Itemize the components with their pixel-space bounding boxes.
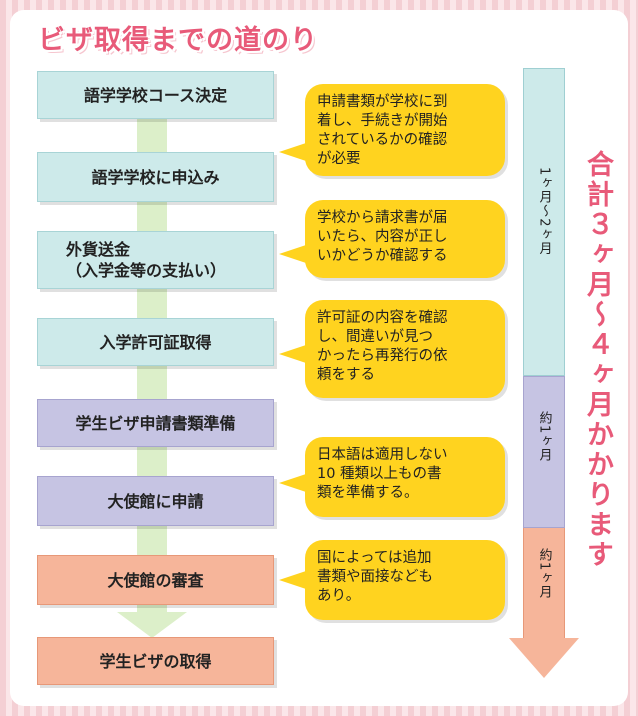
note-text: 許可証の内容を確認 し、間違いが見つ かったら再発行の依 頼をする bbox=[317, 310, 448, 383]
note-document-prep: 日本語は適用しない 10 種類以上もの書 類を準備する。 bbox=[279, 437, 505, 517]
step-sublabel: （入学金等の支払い） bbox=[66, 261, 227, 280]
step-label: 語学学校に申込み bbox=[91, 167, 220, 187]
note-certificate-check: 許可証の内容を確認 し、間違いが見つ かったら再発行の依 頼をする bbox=[279, 300, 505, 398]
step-label: 入学許可証取得 bbox=[99, 332, 212, 352]
step-label: 外貨送金 bbox=[66, 240, 131, 259]
timeline-label: 約1ヶ月 bbox=[536, 411, 552, 463]
step-school-application: 語学学校に申込み bbox=[37, 152, 274, 202]
note-application-check: 申請書類が学校に到 着し、手続きが開始 されているかの確認 が必要 bbox=[279, 84, 505, 176]
note-additional-requirements: 国によっては追加 書類や面接なども あり。 bbox=[279, 540, 505, 620]
step-label: 学生ビザ申請書類準備 bbox=[75, 413, 236, 433]
timeline-segment-1: 1ヶ月〜2ヶ月 bbox=[523, 68, 565, 376]
timeline-segment-3: 約1ヶ月 bbox=[523, 528, 565, 638]
note-text: 学校から請求書が届 いたら、内容が正し いかどうか確認する bbox=[317, 210, 448, 264]
step-label: 大使館の審査 bbox=[107, 570, 204, 590]
note-text: 国によっては追加 書類や面接なども あり。 bbox=[317, 550, 433, 604]
step-label: 大使館に申請 bbox=[107, 491, 204, 511]
timeline-label: 1ヶ月〜2ヶ月 bbox=[536, 167, 552, 256]
step-embassy-review: 大使館の審査 bbox=[37, 555, 274, 605]
timeline-label: 約1ヶ月 bbox=[536, 548, 552, 600]
step-admission-certificate: 入学許可証取得 bbox=[37, 318, 274, 366]
flow-arrow-down-icon bbox=[117, 612, 187, 638]
step-label: 語学学校コース決定 bbox=[83, 85, 228, 105]
step-course-decision: 語学学校コース決定 bbox=[37, 71, 274, 119]
total-duration: 合計３ヶ月〜４ヶ月かかります bbox=[582, 150, 613, 570]
page-title: ビザ取得までの道のり bbox=[38, 25, 318, 56]
step-label: 学生ビザの取得 bbox=[99, 651, 212, 671]
timeline-segment-2: 約1ヶ月 bbox=[523, 376, 565, 528]
timeline-arrow-down-icon bbox=[509, 638, 579, 678]
step-embassy-application: 大使館に申請 bbox=[37, 476, 274, 526]
note-invoice-check: 学校から請求書が届 いたら、内容が正し いかどうか確認する bbox=[279, 200, 505, 278]
note-text: 申請書類が学校に到 着し、手続きが開始 されているかの確認 が必要 bbox=[317, 94, 448, 167]
step-visa-docs-prep: 学生ビザ申請書類準備 bbox=[37, 399, 274, 447]
note-text: 日本語は適用しない 10 種類以上もの書 類を準備する。 bbox=[317, 447, 448, 501]
step-remittance: 外貨送金 （入学金等の支払い） bbox=[37, 231, 274, 289]
step-visa-obtained: 学生ビザの取得 bbox=[37, 637, 274, 685]
